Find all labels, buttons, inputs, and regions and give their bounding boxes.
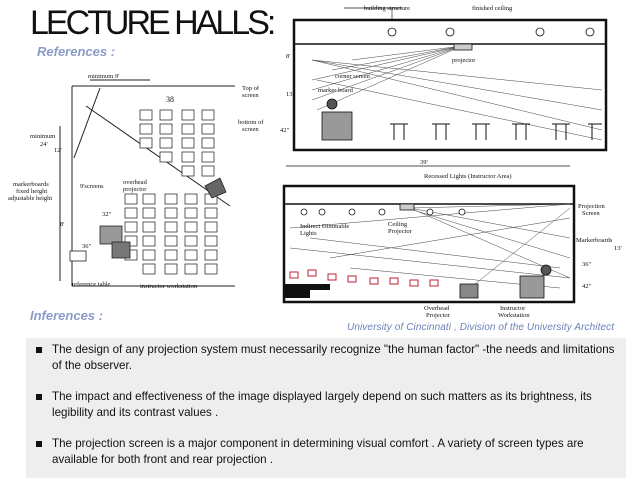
label-reference-table: reference table [72,281,111,288]
ceiling-lights [387,27,595,37]
bullet-square-icon [36,394,42,400]
label-32: 32" [102,211,112,218]
ceiling-fixtures [300,203,466,216]
label-markerboards: markerboards [13,181,49,188]
label-building-structure: building structure [364,5,410,12]
label-instructor-workstation: instructor workstation [140,283,198,290]
bullet-square-icon [36,347,42,353]
instructor-area [69,177,227,262]
bullet-text: The impact and effectiveness of the imag… [52,390,592,419]
label-ceiling-2: Projector [388,228,413,235]
label-overhead: overhead [123,179,148,186]
bullet-item: The design of any projection system must… [34,342,619,374]
stepped-floor [284,284,330,298]
label-bottom-of-screen-2: screen [242,126,259,133]
label-42: 42" [280,127,290,134]
label-minimum: minimum [30,133,55,140]
bullet-item: The projection screen is a major compone… [34,436,619,468]
screen-height-labels: Top of screen bottom of screen [238,85,264,133]
label-8: 8' [60,221,64,228]
bottom-figure-sublabels: Overhead Projector Instructor Workstatio… [424,305,530,319]
label-42: 42" [582,283,592,290]
label-ceiling-1: Ceiling [388,221,408,228]
floor-plan-figure: minimum 9' minimum 24' 12' markerboards … [8,73,235,290]
label-markerboards: Markerboards [576,237,613,244]
label-recessed-lights: Recessed Lights (Instructor Area) [424,173,512,180]
label-marker-board: marker board [318,87,354,94]
references-label: References : [37,44,116,59]
bullet-text: The projection screen is a major compone… [52,437,584,466]
label-36: 36" [582,261,592,268]
label-overhead-projector-2: Projector [426,312,451,319]
section-figure-bottom: 39' Recessed Lights (Instructor Area) Pr… [282,159,622,304]
label-instructor-workstation-2: Workstation [498,312,530,319]
bullet-text: The design of any projection system must… [52,343,615,372]
label-instructor-workstation-1: Instructor [500,305,526,312]
label-projection-1: Projection [578,203,605,210]
inferences-box: The design of any projection system must… [26,338,626,478]
seating-rows [124,109,218,275]
label-corner-screen: corner screen [335,73,371,80]
instructor-desk [321,98,353,141]
instructor-desk [459,264,552,299]
bullet-list: The design of any projection system must… [34,342,619,483]
section-figure-top: building structure finished ceiling proj… [280,5,608,152]
label-12: 12' [54,147,62,154]
label-indirect-2: Lights [300,230,317,237]
label-13: 13' [286,91,294,98]
label-24: 24' [40,141,48,148]
label-finished-ceiling: finished ceiling [472,5,513,12]
bullet-square-icon [36,441,42,447]
label-13: 13' [614,245,622,252]
label-projector: projector [123,186,147,193]
label-indirect-1: Indirect Dimmable [300,223,349,230]
label-bottom-of-screen-1: bottom of [238,119,264,126]
label-adjustable-height: adjustable height [8,195,52,202]
label-minimum-9: minimum 9' [88,73,119,80]
seats-row [390,123,602,140]
label-36: 36" [82,243,92,250]
label-projector: projector [452,57,476,64]
inferences-label: Inferences : [30,308,103,323]
label-38: 38 [166,95,174,104]
label-39: 39' [420,159,428,166]
figure-caption: University of Cincinnati , Division of t… [347,322,615,333]
label-top-of-screen-1: Top of [242,85,260,92]
label-8: 8' [286,53,290,60]
bullet-item: The impact and effectiveness of the imag… [34,389,619,421]
label-overhead-projector-1: Overhead [424,305,450,312]
auditorium-seats [289,269,439,287]
slide-title: LECTURE HALLS: [30,4,276,42]
projector-box [453,43,473,51]
label-9-screens: 9'screens [80,183,104,190]
label-top-of-screen-2: screen [242,92,259,99]
label-projection-2: Screen [582,210,600,217]
label-fixed-height: fixed height [16,188,47,195]
